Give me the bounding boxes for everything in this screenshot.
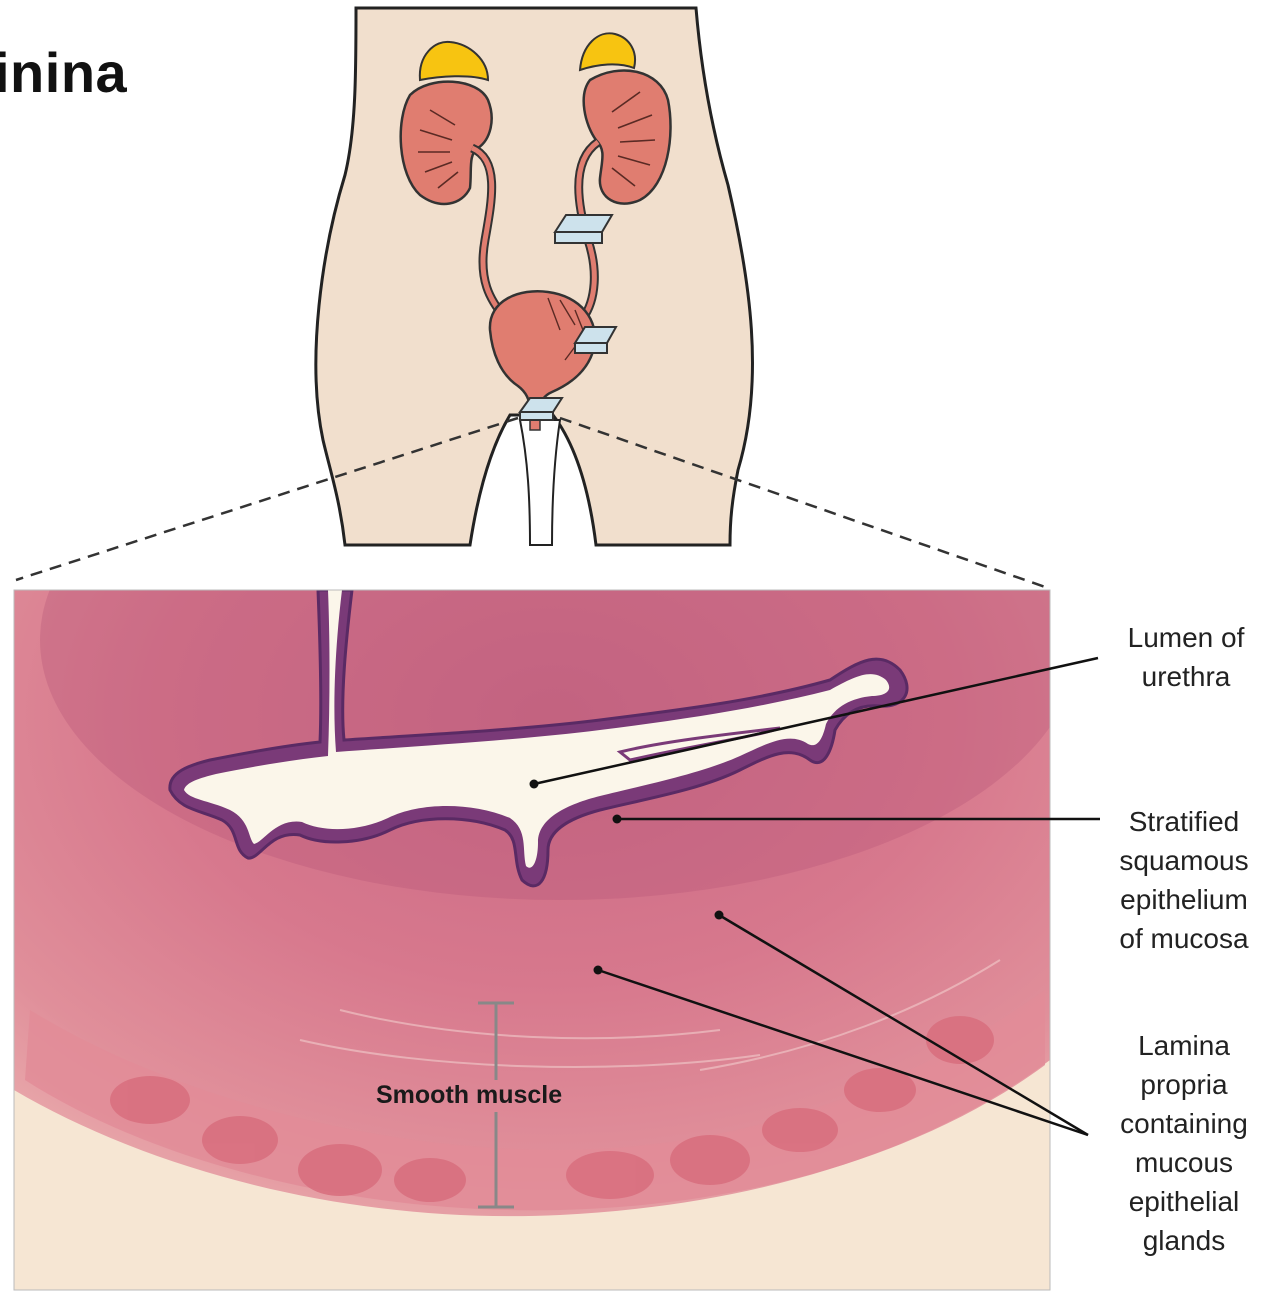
label-line: urethra xyxy=(1096,657,1276,696)
page-title: inina xyxy=(0,40,127,105)
label-line: mucous xyxy=(1094,1143,1274,1182)
label-line: Lamina xyxy=(1094,1026,1274,1065)
label-line: squamous xyxy=(1094,841,1274,880)
label-line: of mucosa xyxy=(1094,919,1274,958)
label-smooth-muscle: Smooth muscle xyxy=(376,1081,562,1110)
body-illustration xyxy=(316,8,753,545)
label-line: Lumen of xyxy=(1096,618,1276,657)
label-lamina-propria: Lamina propria containing mucous epithel… xyxy=(1094,1026,1274,1260)
label-lumen-of-urethra: Lumen of urethra xyxy=(1096,618,1276,696)
label-stratified-squamous-epithelium: Stratified squamous epithelium of mucosa xyxy=(1094,802,1274,958)
label-line: containing xyxy=(1094,1104,1274,1143)
label-line: Stratified xyxy=(1094,802,1274,841)
label-line: epithelium xyxy=(1094,880,1274,919)
label-line: propria xyxy=(1094,1065,1274,1104)
label-line: epithelial xyxy=(1094,1182,1274,1221)
leg-gap xyxy=(520,420,560,545)
label-line: glands xyxy=(1094,1221,1274,1260)
